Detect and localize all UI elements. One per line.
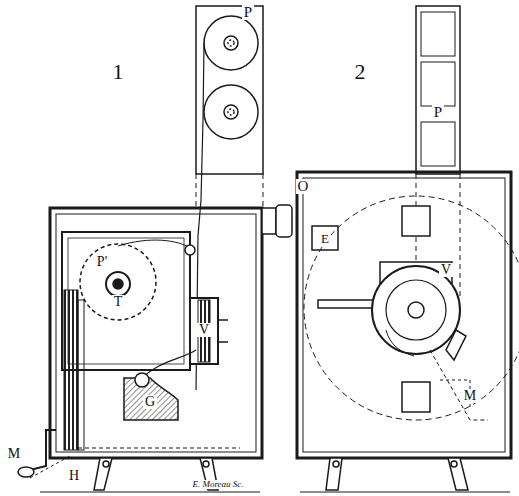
callout-letter: M bbox=[462, 389, 478, 403]
callout-letter: O bbox=[296, 179, 311, 194]
figure-number: 2 bbox=[353, 61, 368, 83]
callout-letter: V bbox=[439, 263, 453, 277]
callout-letter: T bbox=[112, 295, 125, 309]
callout-letter: P bbox=[432, 105, 444, 120]
figure-number: 1 bbox=[111, 61, 126, 83]
callout-letter: M bbox=[6, 447, 22, 461]
callout-letter: E bbox=[319, 232, 331, 245]
callout-letter: P' bbox=[95, 255, 109, 269]
callout-letter: G bbox=[143, 395, 157, 409]
callout-letter: H bbox=[67, 469, 81, 483]
callout-letter: V bbox=[197, 323, 211, 337]
callout-letter: P bbox=[242, 5, 254, 20]
engraver-signature: E. Moreau Sc. bbox=[190, 480, 245, 489]
